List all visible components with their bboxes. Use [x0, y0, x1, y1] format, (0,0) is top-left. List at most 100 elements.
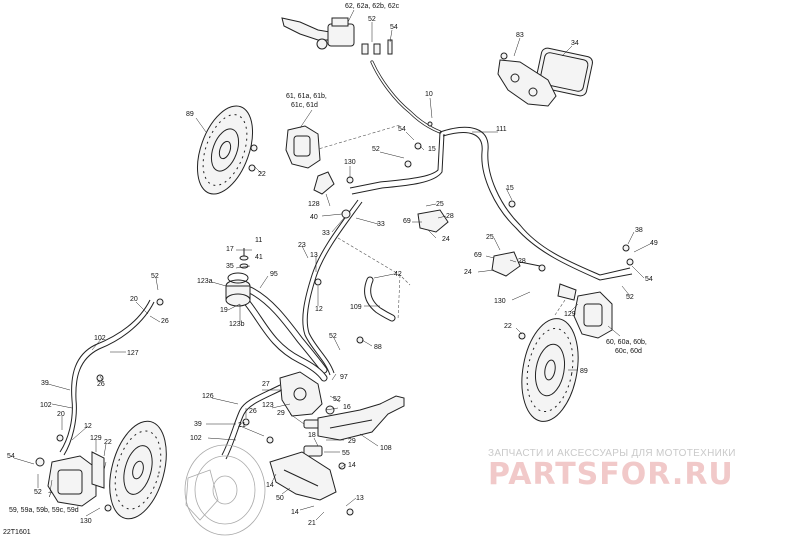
label-88: 88	[374, 344, 382, 351]
label-33-right: 33	[377, 221, 385, 228]
label-12-mid: 12	[315, 306, 323, 313]
watermark-tagline: ЗАПЧАСТИ И АКСЕССУАРЫ ДЛЯ МОТОТЕХНИКИ	[488, 448, 736, 459]
sensor-right	[491, 251, 541, 277]
brake-disc-rear-ghost	[184, 444, 266, 536]
caliper-upper	[285, 125, 335, 195]
brake-disc-lower-left	[109, 420, 167, 520]
document-code: 22T1601	[3, 529, 31, 536]
label-16: 16	[343, 404, 351, 411]
sensor-left-upper	[417, 209, 449, 233]
caliper-right	[557, 283, 613, 339]
label-18: 18	[308, 432, 316, 439]
label-52-mid: 52	[372, 146, 380, 153]
label-83: 83	[516, 32, 524, 39]
label-21-upper: 21	[238, 422, 246, 429]
label-95: 95	[270, 271, 278, 278]
label-15-mid: 15	[428, 146, 436, 153]
label-26-left: 26	[97, 381, 105, 388]
label-109: 109	[350, 304, 362, 311]
label-21-bottom: 21	[308, 520, 316, 527]
watermark-logo: PARTSFOR.RU	[488, 457, 734, 492]
label-27: 27	[262, 381, 270, 388]
label-129-right: 129	[564, 311, 576, 318]
label-129-left: 129	[90, 435, 102, 442]
brake-disc-upper-left	[197, 105, 253, 195]
label-28-right: 28	[518, 258, 526, 265]
label-39-left: 39	[41, 380, 49, 387]
label-123: 123	[262, 402, 274, 409]
abs-module	[497, 47, 593, 107]
caliper-lower-left	[47, 451, 105, 507]
master-cylinder-lever	[281, 17, 393, 55]
label-54: 54	[390, 24, 398, 31]
fluid-reservoir	[225, 248, 251, 307]
label-54-mid: 54	[398, 126, 406, 133]
label-52-center: 52	[329, 333, 337, 340]
label-50: 50	[276, 495, 284, 502]
label-22-left: 22	[104, 439, 112, 446]
pedal-bracket	[269, 451, 337, 501]
label-69-right: 69	[474, 252, 482, 259]
label-17: 17	[226, 246, 234, 253]
callout-labels: 62, 62a, 62b, 62c 52 54 83 34 10 111 61,…	[7, 3, 658, 527]
label-42: 42	[394, 271, 402, 278]
label-111: 111	[496, 126, 507, 133]
rear-master-cylinder	[279, 371, 327, 457]
label-69-upper: 69	[403, 218, 411, 225]
label-34: 34	[571, 40, 579, 47]
label-130-upper: 130	[344, 159, 356, 166]
label-54-left: 54	[7, 453, 15, 460]
label-52-lower-left: 52	[34, 489, 42, 496]
label-130-left: 130	[80, 518, 92, 525]
assembly-lines	[314, 124, 566, 321]
label-26-lower: 26	[249, 408, 257, 415]
label-97: 97	[340, 374, 348, 381]
brake-disc-right	[521, 318, 579, 422]
label-123b: 123b	[229, 321, 245, 328]
label-102-upper: 102	[94, 335, 106, 342]
label-13-lower: 13	[356, 495, 364, 502]
label-24-upper: 24	[442, 236, 450, 243]
reservoir-hose	[241, 286, 328, 382]
label-61c: 61c, 61d	[291, 102, 318, 109]
label-24-right: 24	[464, 269, 472, 276]
label-54-right: 54	[645, 276, 653, 283]
label-108: 108	[380, 445, 392, 452]
label-130-right: 130	[494, 298, 506, 305]
label-7: 7	[48, 492, 52, 499]
label-22-right: 22	[504, 323, 512, 330]
label-14-bottom: 14	[291, 509, 299, 516]
label-11: 11	[255, 237, 262, 244]
label-23: 23	[298, 242, 306, 249]
label-26-upper: 26	[161, 318, 169, 325]
label-59: 59, 59a, 59b, 59c, 59d	[9, 507, 79, 514]
label-10: 10	[425, 91, 433, 98]
label-52: 52	[368, 16, 376, 23]
label-127: 127	[127, 350, 139, 357]
label-25-upper: 25	[436, 201, 444, 208]
hose-109	[364, 276, 396, 322]
label-52-left: 52	[151, 273, 159, 280]
label-19: 19	[220, 307, 228, 314]
label-52-lower: 52	[333, 396, 341, 403]
label-20-upper: 20	[130, 296, 138, 303]
label-61: 61, 61a, 61b,	[286, 93, 327, 100]
label-14-left: 14	[266, 482, 274, 489]
label-39-lower: 39	[194, 421, 202, 428]
label-14-right: 14	[348, 462, 356, 469]
label-15-right: 15	[506, 185, 514, 192]
label-33-left: 33	[322, 230, 330, 237]
label-29-lower: 29	[348, 438, 356, 445]
label-25-right: 25	[486, 234, 494, 241]
label-52-right: 52	[626, 294, 634, 301]
label-29-upper: 29	[277, 410, 285, 417]
brake-pedal	[317, 395, 405, 441]
label-102-left: 102	[40, 402, 52, 409]
clip-fittings	[35, 121, 634, 516]
label-102-lower: 102	[190, 435, 202, 442]
label-89-right: 89	[580, 368, 588, 375]
label-49: 49	[650, 240, 658, 247]
brake-lines	[59, 60, 633, 460]
label-126: 126	[202, 393, 214, 400]
